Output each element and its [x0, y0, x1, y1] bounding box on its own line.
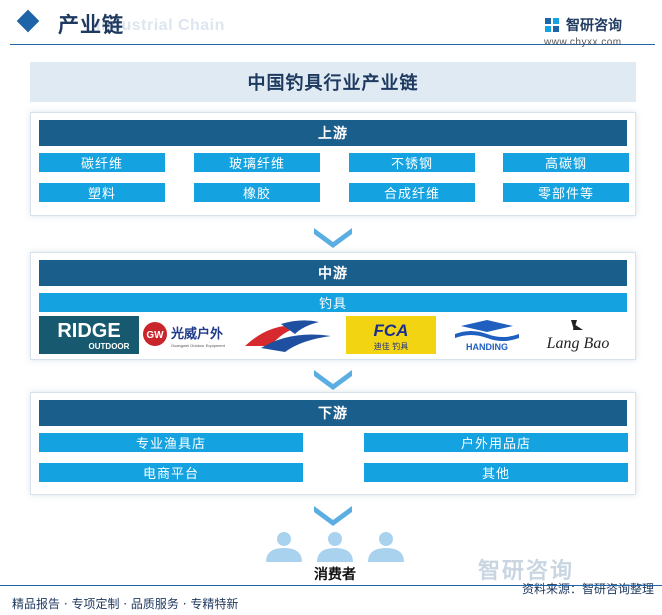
midstream-header: 中游 [39, 260, 627, 286]
header-divider [10, 44, 655, 45]
downstream-item: 其他 [364, 463, 628, 482]
handing-text: HANDING [466, 342, 508, 352]
upstream-item: 碳纤维 [39, 153, 165, 172]
person-icon [368, 532, 404, 562]
handing-logo: HANDING [455, 320, 519, 352]
brand-block: 智研咨询 www.chyxx.com [544, 14, 654, 48]
flow-arrow-icon [314, 370, 352, 390]
upstream-item: 玻璃纤维 [194, 153, 320, 172]
ridge-logo: RIDGE OUTDOOR [39, 316, 139, 354]
person-icon [266, 532, 302, 562]
upstream-header: 上游 [39, 120, 627, 146]
consumer-label: 消费者 [314, 567, 356, 583]
downstream-item: 电商平台 [39, 463, 303, 482]
brand-logo-icon [545, 18, 559, 32]
upstream-item: 零部件等 [503, 183, 629, 202]
upstream-item: 合成纤维 [349, 183, 475, 202]
upstream-item: 高碳钢 [503, 153, 629, 172]
guangwei-logo: GW 光威户外 Guangwei Outdoor Equipment [143, 322, 226, 348]
fca-mark: FCA [374, 321, 409, 340]
footer-slogan: 精品报告 · 专项定制 · 品质服务 · 专精特新 [12, 597, 239, 611]
ridge-logo-sub: OUTDOOR [89, 342, 130, 351]
flow-arrow-icon [314, 506, 352, 526]
langbao-logo: Lang Bao [546, 320, 610, 352]
diamond-icon [16, 9, 40, 33]
gw-badge: GW [146, 330, 164, 341]
downstream-item: 户外用品店 [364, 433, 628, 452]
langbao-text: Lang Bao [546, 335, 610, 352]
page-title: 产业链 [58, 13, 124, 37]
page-header: Industrial Chain 产业链 智研咨询 www.chyxx.com [0, 0, 662, 48]
downstream-item: 专业渔具店 [39, 433, 303, 452]
footer-divider [0, 585, 662, 586]
chart-title: 中国钓具行业产业链 [30, 62, 636, 102]
upstream-item: 不锈钢 [349, 153, 475, 172]
midstream-product: 钓具 [39, 293, 627, 312]
midstream-panel: 中游 钓具 [30, 252, 636, 360]
flow-arrow-icon [314, 228, 352, 248]
footer-watermark: 智研咨询 [478, 559, 575, 584]
gw-name: 光威户外 [170, 326, 223, 342]
fca-logo: FCA 迪佳 钓具 [346, 316, 436, 354]
fca-sub: 迪佳 钓具 [374, 341, 409, 351]
downstream-panel: 下游 专业渔具店 户外用品店 电商平台 其他 [30, 392, 636, 495]
source-note: 资料来源：智研咨询整理 [521, 582, 654, 596]
header-ghost-text: Industrial Chain [96, 17, 225, 34]
wave-logo [245, 320, 331, 352]
ridge-logo-main: RIDGE [57, 320, 120, 342]
gw-sub: Guangwei Outdoor Equipment [171, 343, 226, 348]
downstream-header: 下游 [39, 400, 627, 426]
brand-url: www.chyxx.com [544, 37, 622, 48]
brand-name: 智研咨询 [566, 18, 622, 34]
person-icon [317, 532, 353, 562]
upstream-item: 塑料 [39, 183, 165, 202]
upstream-item: 橡胶 [194, 183, 320, 202]
upstream-panel: 上游 碳纤维 玻璃纤维 不锈钢 高碳钢 塑料 橡胶 合成纤维 零部件等 [30, 112, 636, 216]
